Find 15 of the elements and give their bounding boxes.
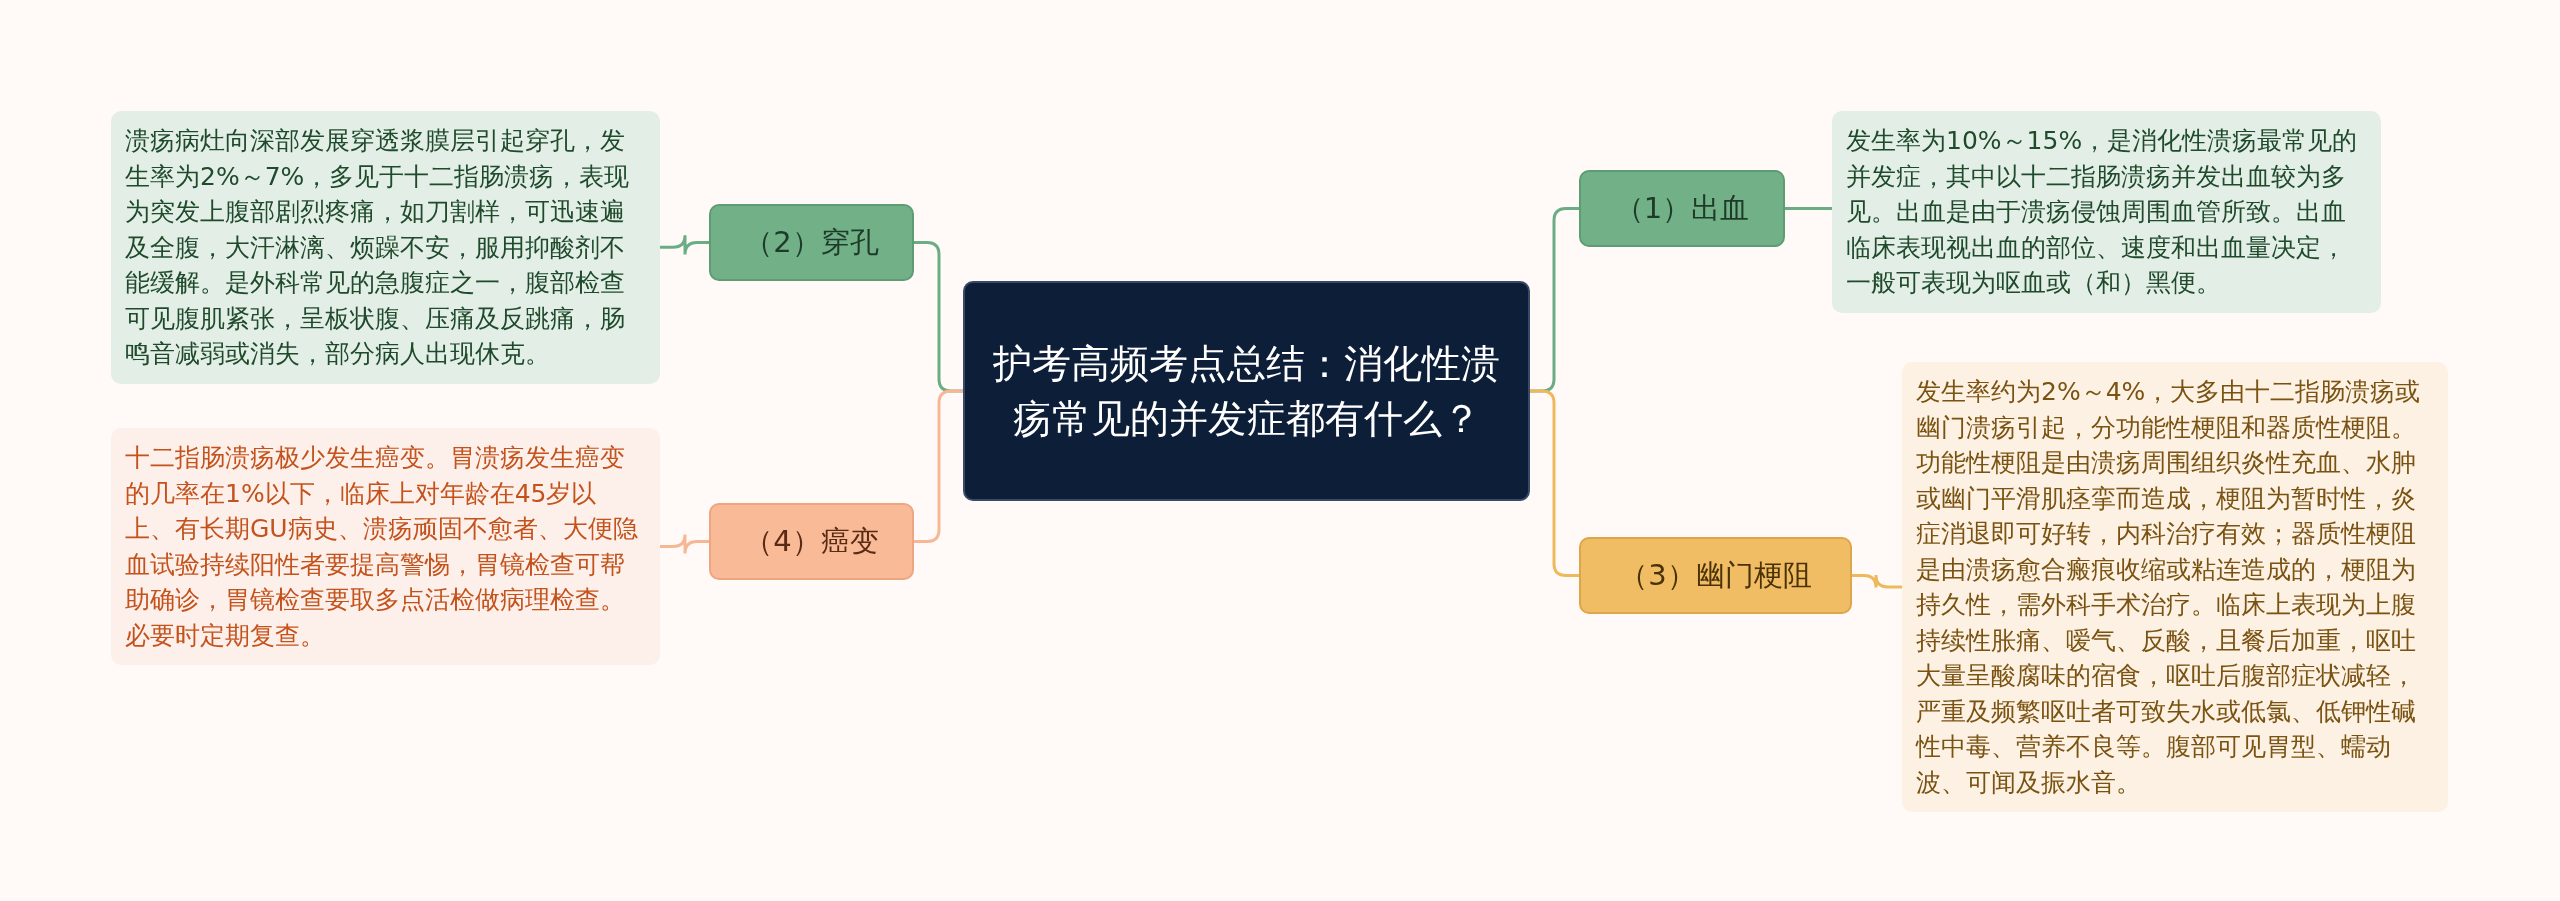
connector-line [660, 533, 709, 555]
note-box: 发生率为10%～15%，是消化性溃疡最常见的并发症，其中以十二指肠溃疡并发出血较为多见。出血是由于溃疡侵蚀周围血管所致。出血临床表现视出血的部位、速度和出血量决定，一般可表现为呕血或（和）黑便。 [1832, 111, 2381, 313]
topic-box: （2）穿孔 [709, 204, 914, 281]
topic-box: （3）幽门梗阻 [1579, 537, 1852, 614]
note-box: 十二指肠溃疡极少发生癌变。胃溃疡发生癌变的几率在1%以下，临床上对年龄在45岁以上、有长期GU病史、溃疡顽固不愈者、大便隐血试验持续阳性者要提高警惕，胃镜检查可帮助确诊，胃镜检查要取多点活检做病理检查。必要时定期复查。 [111, 428, 660, 665]
note-box: 溃疡病灶向深部发展穿透浆膜层引起穿孔，发生率为2%～7%，多见于十二指肠溃疡，表现为突发上腹部剧烈疼痛，如刀割样，可迅速遍及全腹，大汗淋漓、烦躁不安，服用抑酸剂不能缓解。是外科常见的急腹症之一，腹部检查可见腹肌紧张，呈板状腹、压痛及反跳痛，肠鸣音减弱或消失，部分病人出现休克。 [111, 111, 660, 384]
connector-line [914, 389, 963, 543]
central-topic-box: 护考高频考点总结：消化性溃疡常见的并发症都有什么？ [963, 281, 1530, 501]
note-box: 发生率约为2%～4%，大多由十二指肠溃疡或幽门溃疡引起，分功能性梗阻和器质性梗阻。功能性梗阻是由溃疡周围组织炎性充血、水肿或幽门平滑肌痉挛而造成，梗阻为暂时性，炎症消退即可好转，内科治疗有效；器质性梗阻是由溃疡愈合瘢痕收缩或粘连造成的，梗阻为持久性，需外科手术治疗。临床上表现为上腹持续性胀痛、嗳气、反酸，且餐后加重，呕吐大量呈酸腐味的宿食，呕吐后腹部症状减轻，严重及频繁呕吐者可致失水或低氯、低钾性碱性中毒、营养不良等。腹部可见胃型、蠕动波、可闻及振水音。 [1902, 362, 2448, 812]
connector-line [1530, 389, 1579, 577]
topic-box: （1）出血 [1579, 170, 1785, 247]
connector-line [660, 233, 709, 256]
topic-box: （4）癌变 [709, 503, 914, 580]
connector-line [1852, 573, 1902, 589]
connector-line [1785, 207, 1832, 210]
